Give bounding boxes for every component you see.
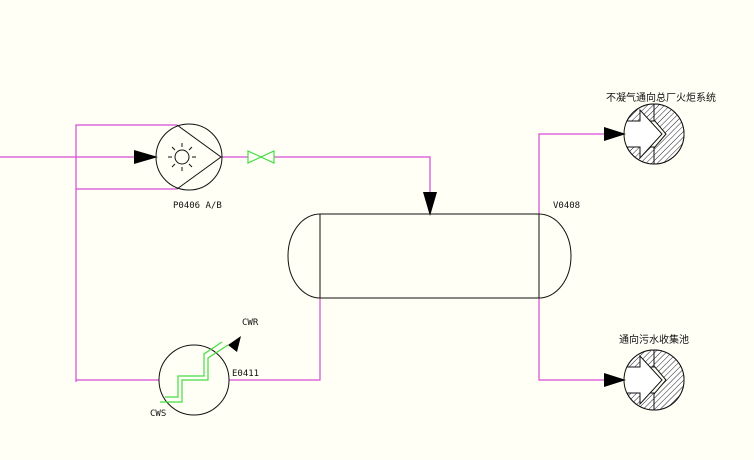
cwr-arrow [228,336,241,352]
pump-p0406[interactable] [155,123,223,191]
gas-dest-arrow [604,127,626,141]
pump-tag: P0406 A/B [173,201,222,211]
cooling-coil-inner [165,341,223,398]
cwr-label: CWR [242,318,259,328]
exchanger-e0411[interactable] [158,341,230,416]
vessel-tag: V0408 [553,201,580,211]
exchanger-to-vessel-line [229,298,321,381]
pump-bypass-top [75,124,177,382]
pump-impeller-icon [168,143,196,171]
exchanger-tag: E0411 [232,369,259,379]
liquid-dest-arrow [604,373,626,387]
gas-destination-label: 不凝气通向总厂火炬系统 [606,91,716,104]
liquid-outlet-line [538,298,608,381]
gas-outlet-line [538,133,608,214]
pump-inlet-arrow [134,150,158,164]
liquid-destination-label: 通向污水收集池 [619,333,689,346]
cooling-coil [160,344,229,403]
gate-valve-icon[interactable] [247,150,275,164]
vessel-v0408[interactable] [287,213,572,299]
process-lines [0,124,608,382]
vessel-inlet-arrow [423,192,437,216]
gas-destination[interactable] [623,103,685,165]
cws-label: CWS [150,409,166,419]
flow-arrows [134,127,626,387]
vessel-inlet-line [274,156,431,196]
liquid-destination[interactable] [623,349,685,411]
